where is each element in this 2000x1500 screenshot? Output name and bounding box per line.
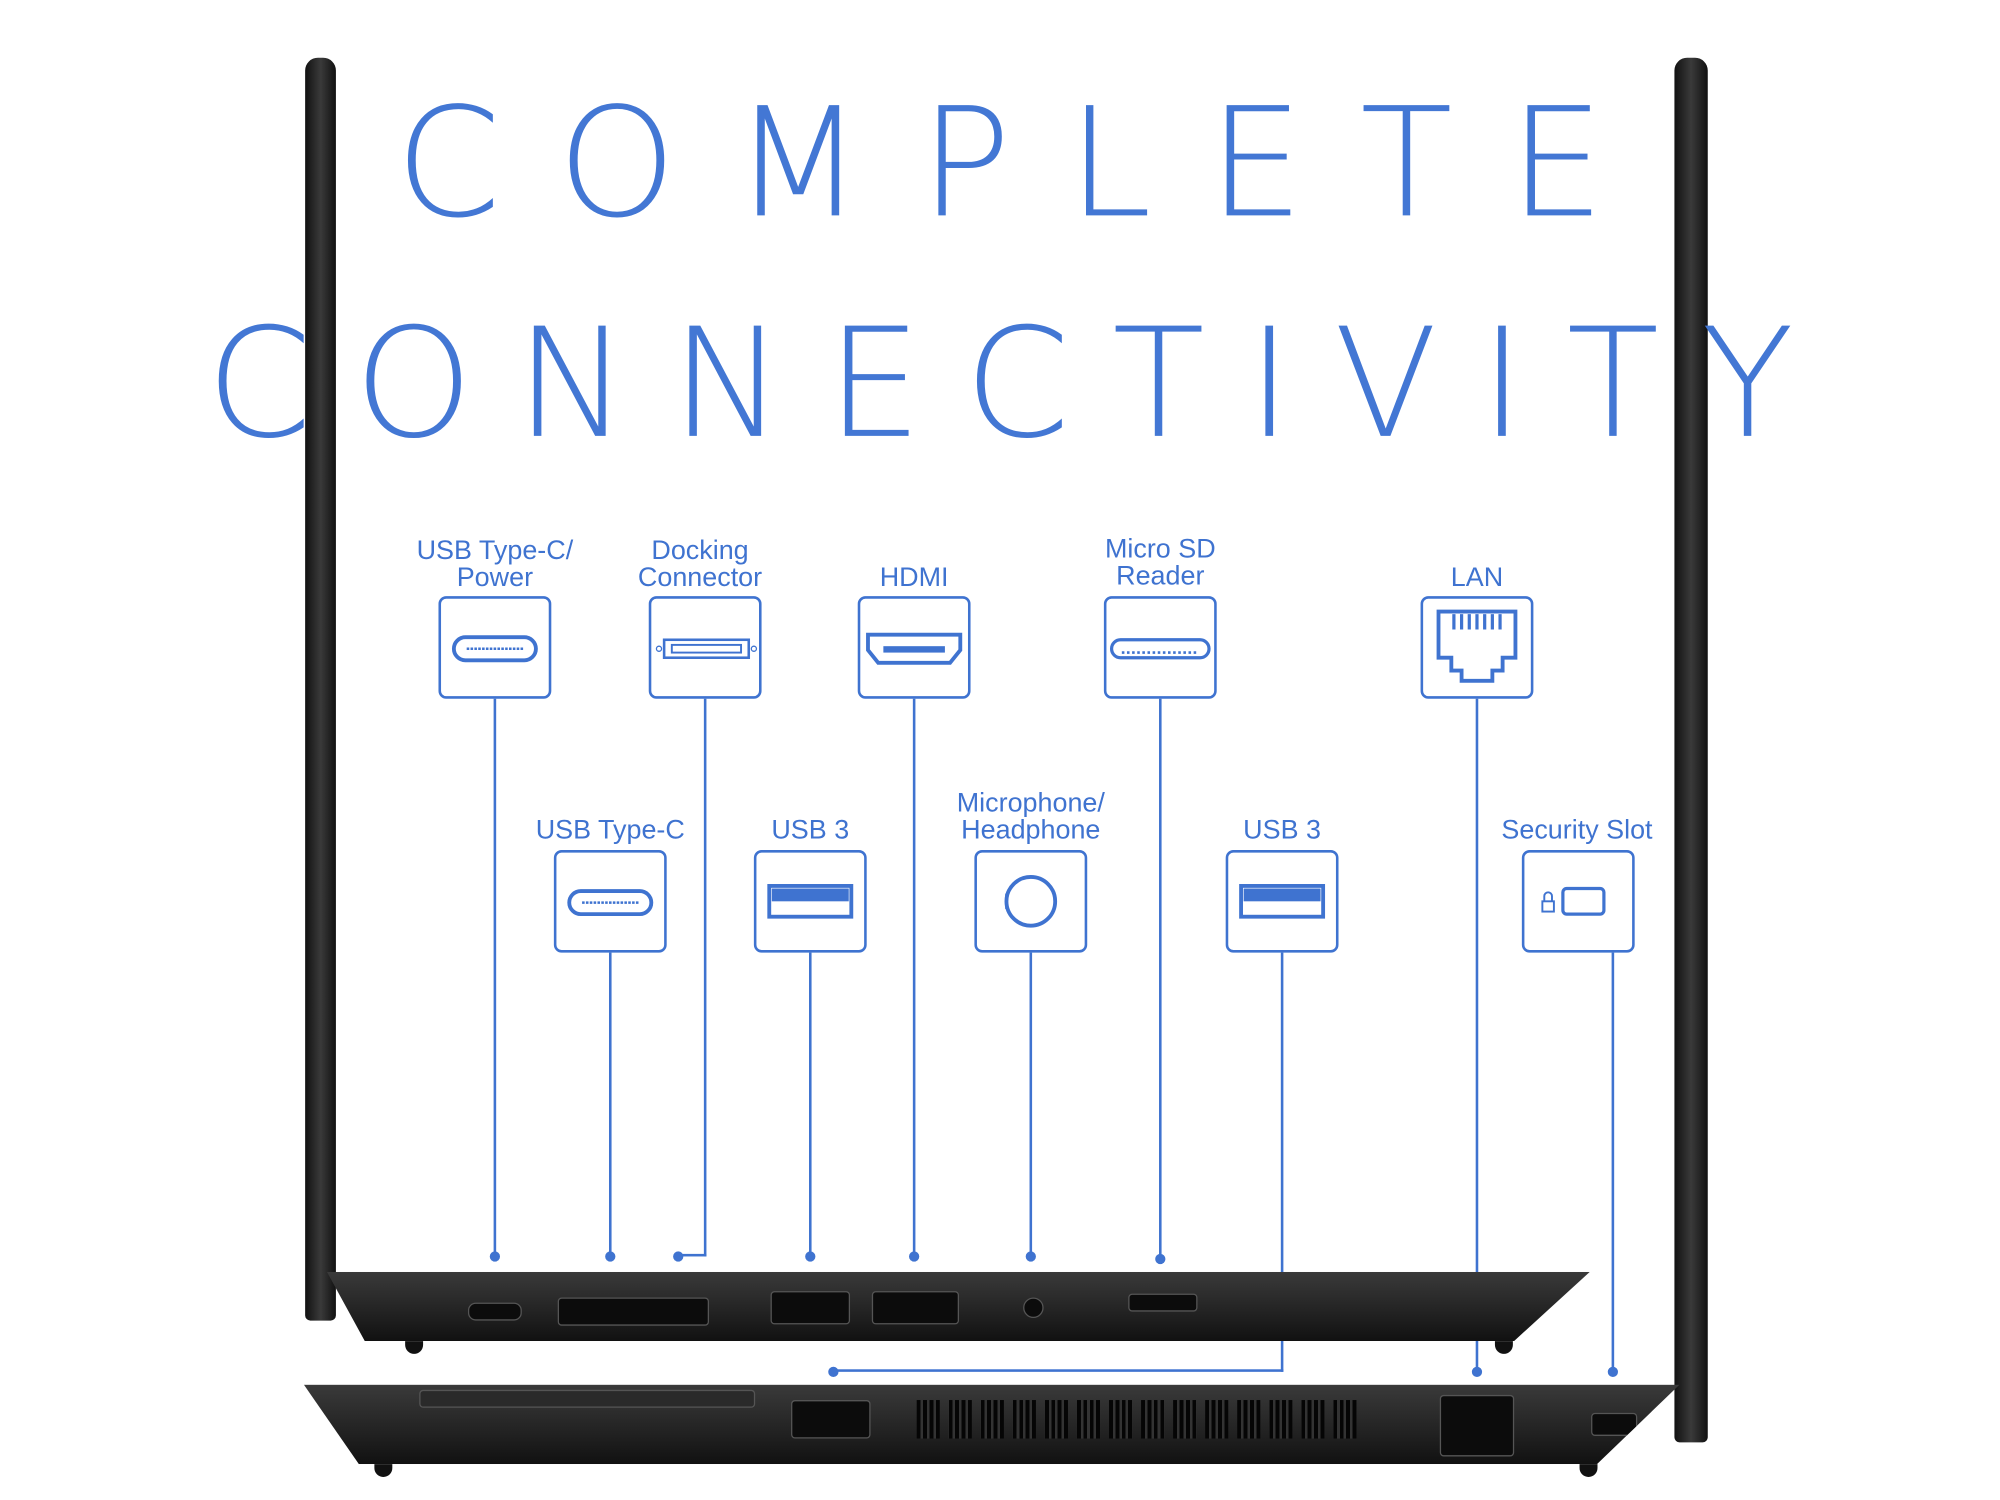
usb-c-port-box <box>553 850 667 953</box>
connector-line <box>608 952 612 1257</box>
connector-line <box>703 698 707 1257</box>
connector-dot <box>805 1251 816 1262</box>
hdmi-port-box <box>857 596 971 699</box>
connector-line <box>1159 698 1162 1260</box>
docking-port-box <box>648 596 762 699</box>
vent <box>948 1400 972 1439</box>
laptop-screen-bezel-right <box>1674 57 1708 1443</box>
connector-dot <box>1025 1251 1036 1262</box>
audio-jack-icon <box>1004 875 1058 928</box>
laptop-screen-bezel-left <box>305 57 336 1321</box>
usb-a-icon <box>767 884 854 919</box>
usb3-right-port-box <box>1225 850 1339 953</box>
security-slot <box>1591 1412 1638 1436</box>
connector-dot <box>1155 1253 1166 1265</box>
smart-card-slot <box>419 1389 756 1408</box>
connector-dot <box>673 1251 684 1262</box>
vent <box>1109 1400 1133 1439</box>
vent <box>1173 1400 1197 1439</box>
laptop-foot <box>374 1464 393 1477</box>
connector-line <box>676 1253 707 1257</box>
vent <box>1205 1400 1229 1439</box>
usb-c-power-port-box <box>438 596 552 699</box>
usb3-port <box>770 1291 851 1325</box>
laptop-foot <box>1579 1464 1598 1477</box>
title-line-1: COMPLETE <box>395 74 1662 252</box>
ethernet-icon <box>1436 609 1518 683</box>
vent <box>1237 1400 1261 1439</box>
laptop-foot <box>405 1341 424 1354</box>
micro-sd-icon <box>1109 638 1211 660</box>
hdmi-port <box>871 1291 960 1325</box>
usb3-left-port-box <box>753 850 867 953</box>
port-label-hdmi: HDMI <box>879 562 949 593</box>
vent <box>1044 1400 1068 1439</box>
connector-dot <box>1607 1366 1619 1377</box>
vent <box>1012 1400 1036 1439</box>
connector-dot <box>828 1366 839 1377</box>
port-label-lan: LAN <box>1450 562 1504 593</box>
connector-line <box>912 698 916 1257</box>
usb-c-icon <box>451 635 538 663</box>
port-label-usb-c: USB Type-C <box>535 815 685 845</box>
port-label-usb3-left: USB 3 <box>771 815 850 845</box>
port-label-audio: Microphone/ Headphone <box>956 788 1105 845</box>
usb-c-icon <box>567 889 654 917</box>
docking-connector-icon <box>655 638 758 659</box>
usb3-port <box>791 1400 871 1439</box>
usb-c-power-port <box>467 1302 522 1321</box>
lock-slot-icon <box>1541 886 1606 916</box>
security-slot-box <box>1521 850 1635 953</box>
port-label-usb3-right: USB 3 <box>1243 815 1322 845</box>
connector-dot <box>489 1251 501 1262</box>
connector-line <box>833 1369 1284 1372</box>
hdmi-icon <box>866 632 963 665</box>
ethernet-port <box>1439 1394 1515 1457</box>
lan-port-box <box>1420 596 1534 699</box>
vent <box>1076 1400 1101 1439</box>
connector-line <box>1475 698 1479 1372</box>
vent <box>1333 1400 1357 1439</box>
audio-jack-port <box>1023 1297 1044 1318</box>
usb-a-icon <box>1239 884 1326 919</box>
vent <box>1269 1400 1293 1439</box>
connector-line <box>1611 952 1615 1372</box>
connector-dot <box>909 1251 920 1262</box>
port-label-usb-c-power: USB Type-C/ Power <box>416 535 574 593</box>
connector-line <box>1280 952 1284 1372</box>
laptop-left-side <box>326 1271 1590 1342</box>
docking-connector-port <box>557 1297 710 1326</box>
connector-line <box>493 698 497 1257</box>
connector-dot <box>1471 1366 1483 1377</box>
laptop-foot <box>1494 1341 1513 1354</box>
port-label-security: Security Slot <box>1501 815 1653 845</box>
audio-port-box <box>974 850 1088 953</box>
title-line-2: CONNECTIVITY <box>206 294 1837 472</box>
vent <box>916 1400 940 1439</box>
microsd-slot <box>1128 1293 1198 1312</box>
vent <box>980 1400 1004 1439</box>
connector-dot <box>605 1251 616 1262</box>
vent <box>1141 1400 1165 1439</box>
laptop-right-side <box>303 1384 1680 1465</box>
vent <box>1301 1400 1325 1439</box>
microsd-port-box <box>1103 596 1217 699</box>
connector-line <box>809 952 812 1257</box>
port-label-microsd: Micro SD Reader <box>1104 534 1216 592</box>
port-label-docking: Docking Connector <box>637 535 763 593</box>
connector-line <box>1029 952 1033 1257</box>
